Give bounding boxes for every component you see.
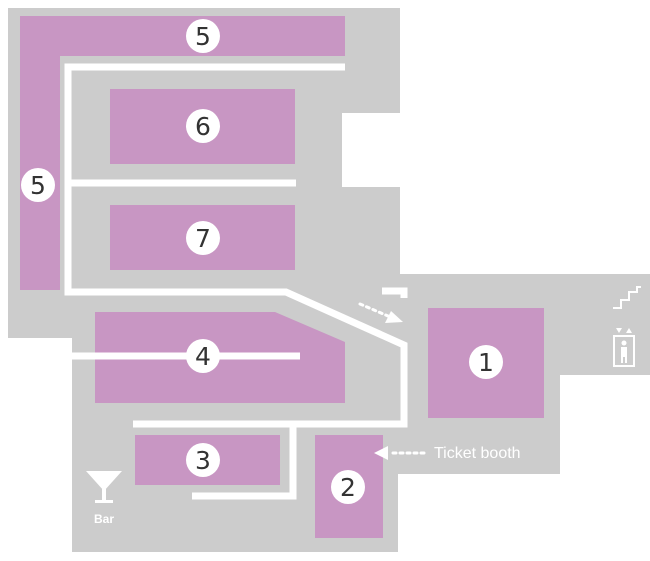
section-badge-5-top: 5 — [186, 19, 220, 53]
section-label: 4 — [195, 342, 211, 371]
corridor-lower — [192, 424, 297, 500]
section-badge-4: 4 — [186, 339, 220, 373]
corridor-entrance — [382, 287, 408, 298]
section-badge-3: 3 — [186, 443, 220, 477]
section-label: 3 — [195, 446, 211, 475]
dotted-arrow-icon — [374, 446, 426, 460]
section-badge-5-left: 5 — [21, 168, 55, 202]
stairs-icon — [613, 286, 641, 309]
ticket-booth-label: Ticket booth — [434, 445, 521, 462]
ticket-booth-pointer: Ticket booth — [374, 445, 521, 462]
section-label: 5 — [195, 22, 211, 51]
section-badge-2: 2 — [331, 470, 365, 504]
bar-label: Bar — [94, 512, 114, 526]
section-badge-1: 1 — [469, 345, 503, 379]
section-label: 6 — [195, 112, 211, 141]
section-label: 7 — [195, 224, 211, 253]
elevator-icon — [613, 328, 635, 367]
section-badge-6: 6 — [186, 109, 220, 143]
bar-marker: Bar — [86, 471, 122, 526]
section-label: 2 — [340, 473, 356, 502]
corridor-main — [64, 63, 408, 428]
section-badge-7: 7 — [186, 221, 220, 255]
section-5-top[interactable] — [20, 16, 345, 56]
section-label: 1 — [478, 348, 494, 377]
section-badges: 5 5 6 7 4 3 2 1 — [21, 19, 503, 504]
section-label: 5 — [30, 171, 46, 200]
cocktail-glass-icon — [86, 471, 122, 503]
dotted-arrow-icon — [358, 302, 403, 323]
